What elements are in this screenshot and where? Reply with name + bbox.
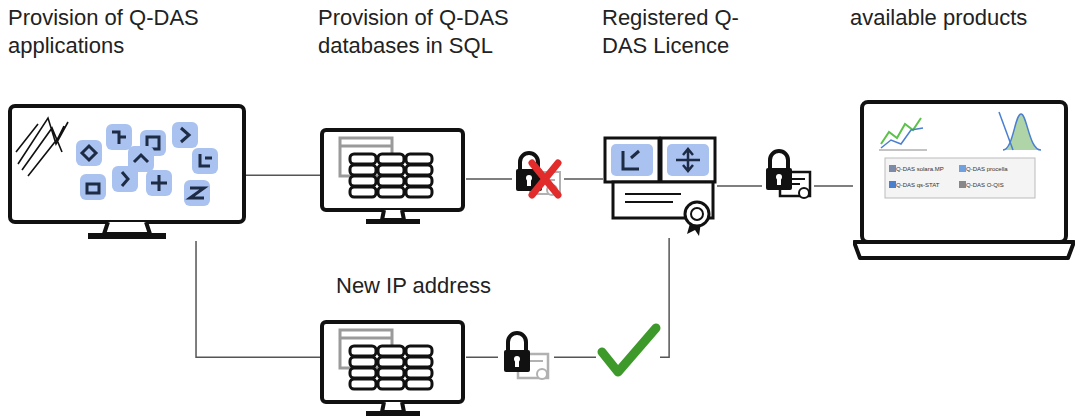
connector-line <box>196 241 320 357</box>
node-group: Provision of Q-DAS databases in SQL <box>318 4 550 226</box>
broken-lock-icon <box>512 150 564 200</box>
app-label: Q-DAS O-QIS <box>966 182 1004 188</box>
node-icon <box>8 104 246 241</box>
node-group: Provision of Q-DAS applications <box>8 4 246 241</box>
app-label: Q-DAS qs-STAT <box>896 182 939 188</box>
node-icon <box>603 136 717 238</box>
node-icon <box>853 100 1075 260</box>
app-label: Q-DAS solara.MP <box>896 166 944 172</box>
node-heading: Provision of Q-DAS databases in SQL <box>318 4 550 59</box>
check-mark <box>596 322 660 380</box>
connector-line <box>246 174 320 176</box>
node-heading: Registered Q-DAS Licence <box>602 4 777 59</box>
node-icon <box>320 128 466 226</box>
node-heading: available products <box>850 4 1076 32</box>
node-group: Registered Q-DAS Licence <box>600 4 775 238</box>
app-label: Q-DAS procella <box>966 166 1008 172</box>
node-icon <box>320 320 466 418</box>
node-heading: New IP address <box>336 272 568 300</box>
lock-icon <box>762 148 814 202</box>
node-heading: Provision of Q-DAS applications <box>8 4 240 59</box>
lock-icon <box>498 330 554 384</box>
node-group: New IP address <box>318 272 550 418</box>
node-group: available products <box>850 4 1076 260</box>
